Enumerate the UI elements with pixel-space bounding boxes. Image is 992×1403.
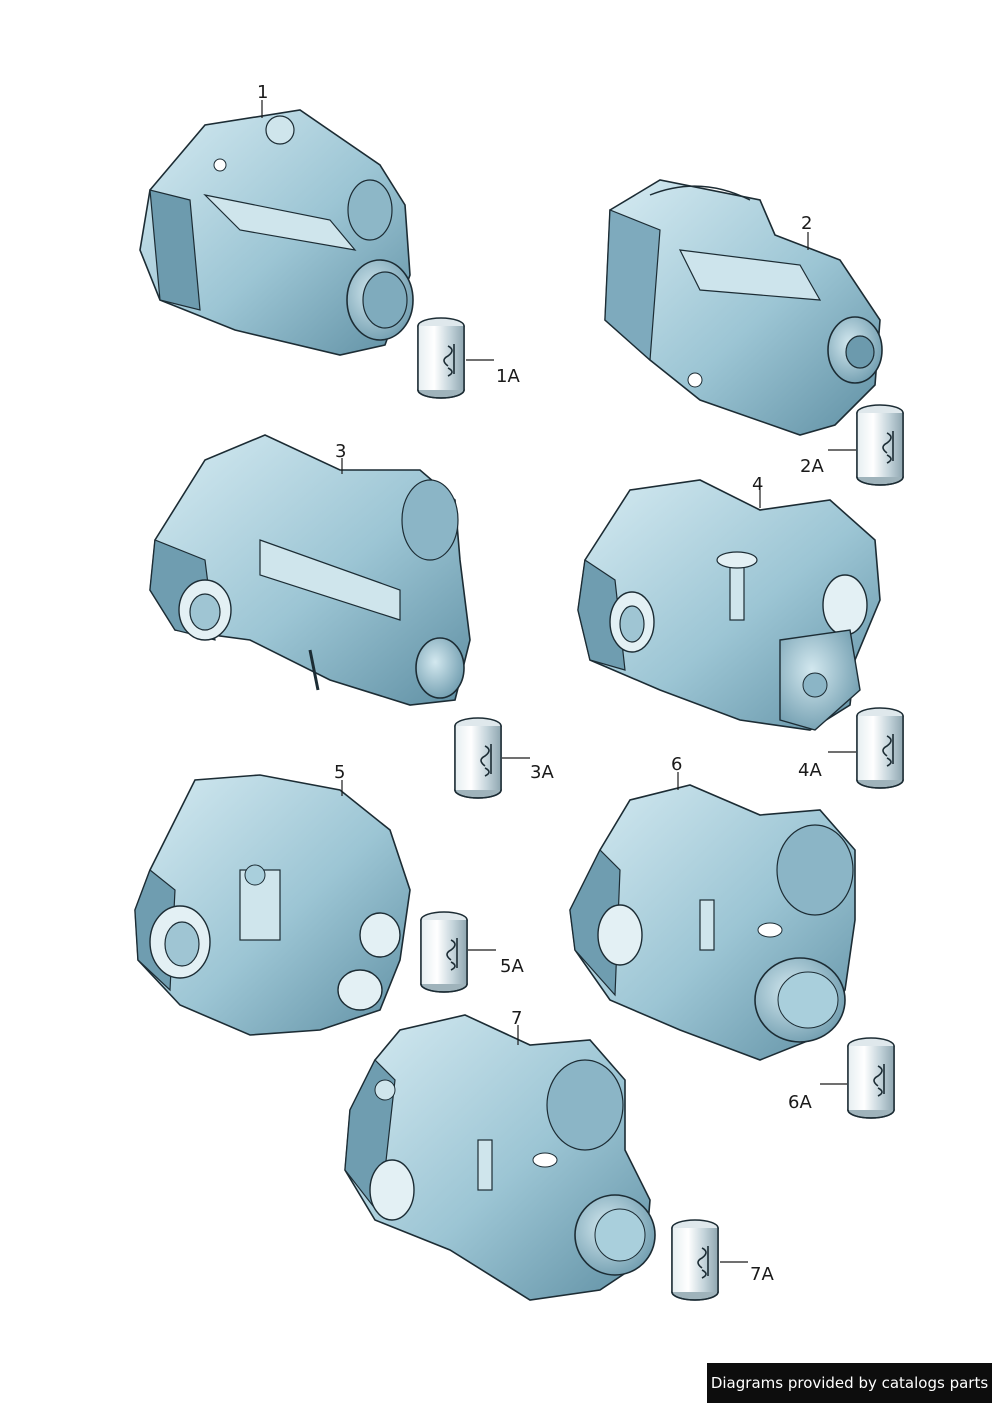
gearbox-1 <box>139 109 414 356</box>
callout-2: 2 <box>801 213 812 234</box>
oil-can-1a <box>417 317 465 399</box>
gearbox-4 <box>577 479 881 731</box>
callout-4: 4 <box>752 474 763 495</box>
attribution-text: Diagrams provided by catalogs parts <box>710 1374 989 1392</box>
attribution-banner: Diagrams provided by catalogs parts <box>707 1363 992 1403</box>
callout-4a: 4A <box>798 760 822 781</box>
gearbox-2 <box>604 179 883 436</box>
callout-5: 5 <box>334 762 345 783</box>
gearbox-5 <box>134 774 411 1036</box>
callout-7: 7 <box>511 1008 522 1029</box>
gearbox-3 <box>149 434 471 706</box>
callout-5a: 5A <box>500 956 524 977</box>
oil-can-5a <box>420 911 468 993</box>
callout-7a: 7A <box>750 1264 774 1285</box>
callout-6a: 6A <box>788 1092 812 1113</box>
oil-can-2a <box>856 404 904 486</box>
oil-can-6a <box>847 1037 895 1119</box>
gearbox-7 <box>344 1014 656 1301</box>
callout-2a: 2A <box>800 456 824 477</box>
callout-3a: 3A <box>530 762 554 783</box>
oil-can-3a <box>454 717 502 799</box>
callout-6: 6 <box>671 754 682 775</box>
callout-1a: 1A <box>496 366 520 387</box>
callout-3: 3 <box>335 441 346 462</box>
oil-can-4a <box>856 707 904 789</box>
oil-can-7a <box>671 1219 719 1301</box>
callout-1: 1 <box>257 82 268 103</box>
gearbox-6 <box>569 784 856 1061</box>
